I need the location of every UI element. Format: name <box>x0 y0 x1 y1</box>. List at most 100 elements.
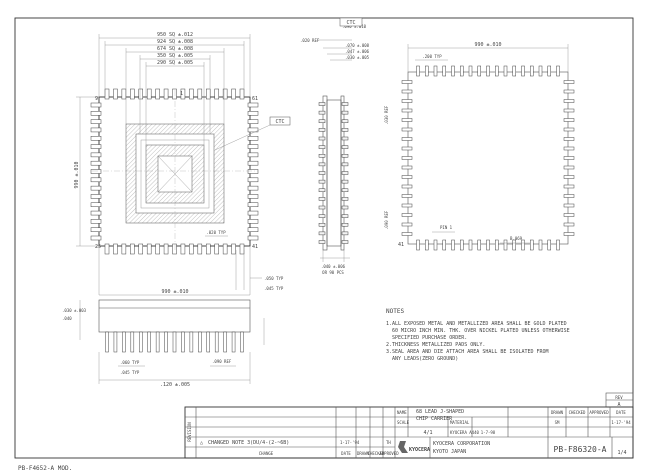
lead-left <box>90 136 102 141</box>
pad-bottom <box>460 239 464 251</box>
lead-right <box>247 144 259 149</box>
side-lead-right <box>341 240 349 244</box>
pad-left <box>401 165 413 170</box>
lower-view-body <box>98 299 251 333</box>
pad-bottom <box>521 239 525 251</box>
pad-left <box>401 184 413 189</box>
lead-bottom <box>155 243 160 255</box>
side-lead-right <box>341 197 349 201</box>
rev-row-approved: TH <box>386 440 391 445</box>
pad-bottom <box>556 239 560 251</box>
pad-bottom <box>530 239 534 251</box>
notes-line-5: 3.SEAL AREA AND DIE ATTACH AREA SHALL BE… <box>386 349 549 355</box>
lower-lead <box>113 331 118 353</box>
lead-top <box>104 88 110 100</box>
lead-right <box>247 160 259 166</box>
lead-right <box>247 169 259 174</box>
lead-bottom <box>104 243 110 255</box>
lower-lead <box>181 331 185 353</box>
pad-left <box>401 156 413 160</box>
pad-left <box>401 203 413 208</box>
lead-left <box>90 202 102 207</box>
callout-ctc-side-text: CTC <box>346 20 355 26</box>
right-dim-top: 990 ±.010 <box>474 42 501 48</box>
pad-top <box>433 65 438 77</box>
lower-view: .030 ±.003 .040 990 ±.010 .120 ±.005 .06… <box>62 289 265 388</box>
pad-top <box>442 65 446 77</box>
pad-bottom <box>512 239 516 251</box>
pad-right <box>563 213 575 217</box>
lower-lead <box>147 331 151 353</box>
pad-right <box>563 118 575 122</box>
side-lead-right <box>341 179 349 184</box>
side-lead-right <box>341 110 349 115</box>
lower-lead <box>214 331 219 353</box>
pin-label-61: 61 <box>252 96 258 102</box>
pad-right <box>563 232 575 236</box>
approval-checked: CHECKED <box>569 410 586 415</box>
pad-top <box>416 65 420 77</box>
title-block: REV A REVISION △ CHANGED NOTE 3(DU/4-(2-… <box>184 392 634 459</box>
lead-top <box>214 88 219 100</box>
lower-lead <box>105 331 109 353</box>
lead-bottom <box>113 243 118 255</box>
approval-drawn: DRAWN <box>551 410 564 415</box>
pad-right <box>563 89 575 94</box>
pad-bottom <box>442 239 446 251</box>
side-view-leads <box>318 102 349 244</box>
lead-right <box>247 194 259 199</box>
pad-top <box>486 65 490 77</box>
pad-top <box>512 65 516 77</box>
lower-dim-top: 990 ±.010 <box>161 289 188 295</box>
pad-right <box>563 80 575 84</box>
side-lead-left <box>318 162 326 167</box>
footer-ref: PB-F4652-A MOD. <box>18 465 72 472</box>
rev-row-mark: △ <box>200 440 203 446</box>
rev-head-change: CHANGE <box>259 451 274 456</box>
lead-right <box>247 136 259 141</box>
pad-left <box>401 118 413 122</box>
side-lead-right <box>341 188 349 192</box>
kyocera-logo: KYOCERA <box>398 441 430 453</box>
side-lead-right <box>341 102 349 106</box>
pad-top <box>425 65 429 77</box>
lower-dim-left: .030 ±.003 <box>62 308 87 313</box>
notes-line-3: SPECIFIED PURCHASE ORDER. <box>386 335 467 341</box>
side-view-body <box>326 99 342 247</box>
dim-left: 990 ±.010 <box>74 161 80 188</box>
pad-top <box>468 65 473 77</box>
dim-924: 924 SQ ±.008 <box>157 39 193 45</box>
pad-left <box>401 99 413 103</box>
lead-top <box>189 88 194 100</box>
lower-lead <box>122 331 126 353</box>
lead-bottom <box>239 243 245 255</box>
lower-lead <box>223 331 227 353</box>
side-lead-right <box>341 128 349 132</box>
side-lead-left <box>318 145 326 149</box>
side-lead-left <box>318 231 326 236</box>
lead-left <box>90 144 102 149</box>
lead-bottom <box>163 243 169 255</box>
lead-top <box>121 88 127 100</box>
top-view-leads-bottom <box>104 243 245 255</box>
side-lead-right <box>341 162 349 167</box>
side-lead-left <box>318 240 326 244</box>
pad-top <box>495 65 499 77</box>
pad-bottom <box>547 239 551 251</box>
pad-right <box>563 99 575 103</box>
right-dim-030: .030 REF <box>384 105 389 125</box>
lead-top <box>222 88 228 100</box>
pad-right <box>563 146 575 151</box>
pad-bottom <box>538 239 543 251</box>
side-lead-left <box>318 197 326 201</box>
drawing-number: PB-F86320-A <box>554 445 607 454</box>
notes-line-4: 2.THICKNESS METALLIZED PADS ONLY. <box>386 342 485 348</box>
pad-left <box>401 175 413 179</box>
scale-label: SCALE <box>397 420 410 425</box>
side-lead-left <box>318 171 326 175</box>
lead-right <box>247 185 259 191</box>
pad-bottom <box>486 239 490 251</box>
side-bottom-dim: .040 ±.006 <box>321 264 346 269</box>
scale-value: 4/1 <box>423 430 432 436</box>
pad-top <box>530 65 534 77</box>
